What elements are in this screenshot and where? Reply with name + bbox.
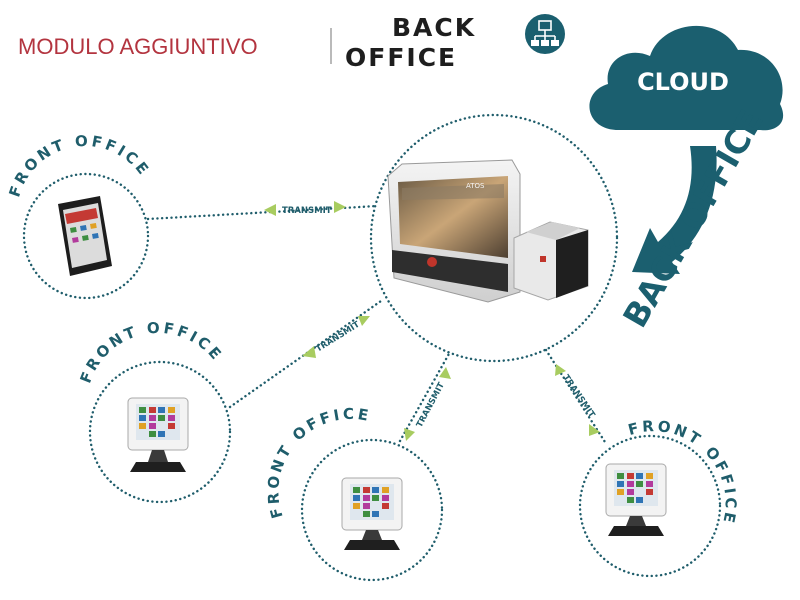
arrow-head [589,424,600,436]
arrow-head [404,428,415,441]
arrow-head [302,346,316,358]
back-office-logo-line1: BACK [392,13,476,42]
arrow-head [439,367,451,379]
cloud-shape [589,25,784,131]
cloud: CLOUD BACK OFFICE [589,25,784,334]
module-title: MODULO AGGIUNTIVO [18,34,258,59]
front-office-node-2: FRONT OFFICE [76,319,232,504]
front-office-node-tablet: FRONT OFFICE [5,132,153,300]
transmit-label-2: TRANSMIT [314,320,362,355]
front-office-label: FRONT OFFICE [76,319,226,386]
network-hierarchy-icon [525,14,565,54]
hub-pos-terminal: ATOS [387,159,521,303]
front-office-node-3: FRONT OFFICE [264,405,444,582]
back-office-logo-line2: OFFICE [345,43,457,72]
pos-terminal-device [341,477,403,550]
arrow-head [358,316,370,326]
arrow-head [555,364,566,376]
hub-circle [369,113,619,363]
cloud-label: CLOUD [637,68,729,96]
tablet-device [58,196,112,276]
node-circle [578,434,722,578]
hub-node: ATOS [369,113,619,363]
pos-terminal-device [605,463,667,536]
front-office-label: FRONT OFFICE [5,132,153,199]
link-line-3 [398,350,452,443]
pos-terminal-device [127,397,189,472]
link-line-1 [146,204,379,221]
hub-screen-brand: ATOS [466,182,485,190]
cloud-arrow [632,146,717,274]
arrow-head [334,201,346,213]
node-circle [88,360,232,504]
node-circle [300,438,444,582]
hub-logo [427,257,437,267]
cloud-arrow-label: BACK OFFICE [615,103,771,334]
arrow-head [264,204,276,216]
node-circle [22,172,150,300]
transmit-label-4: TRANSMIT [561,373,597,420]
hub-base-panel [392,250,508,292]
transmit-label-1: TRANSMIT [282,206,332,216]
printer-logo [540,256,546,262]
hub-receipt-printer [513,221,589,301]
header: MODULO AGGIUNTIVO BACK OFFICE [18,13,565,72]
link-line-4 [544,348,607,444]
